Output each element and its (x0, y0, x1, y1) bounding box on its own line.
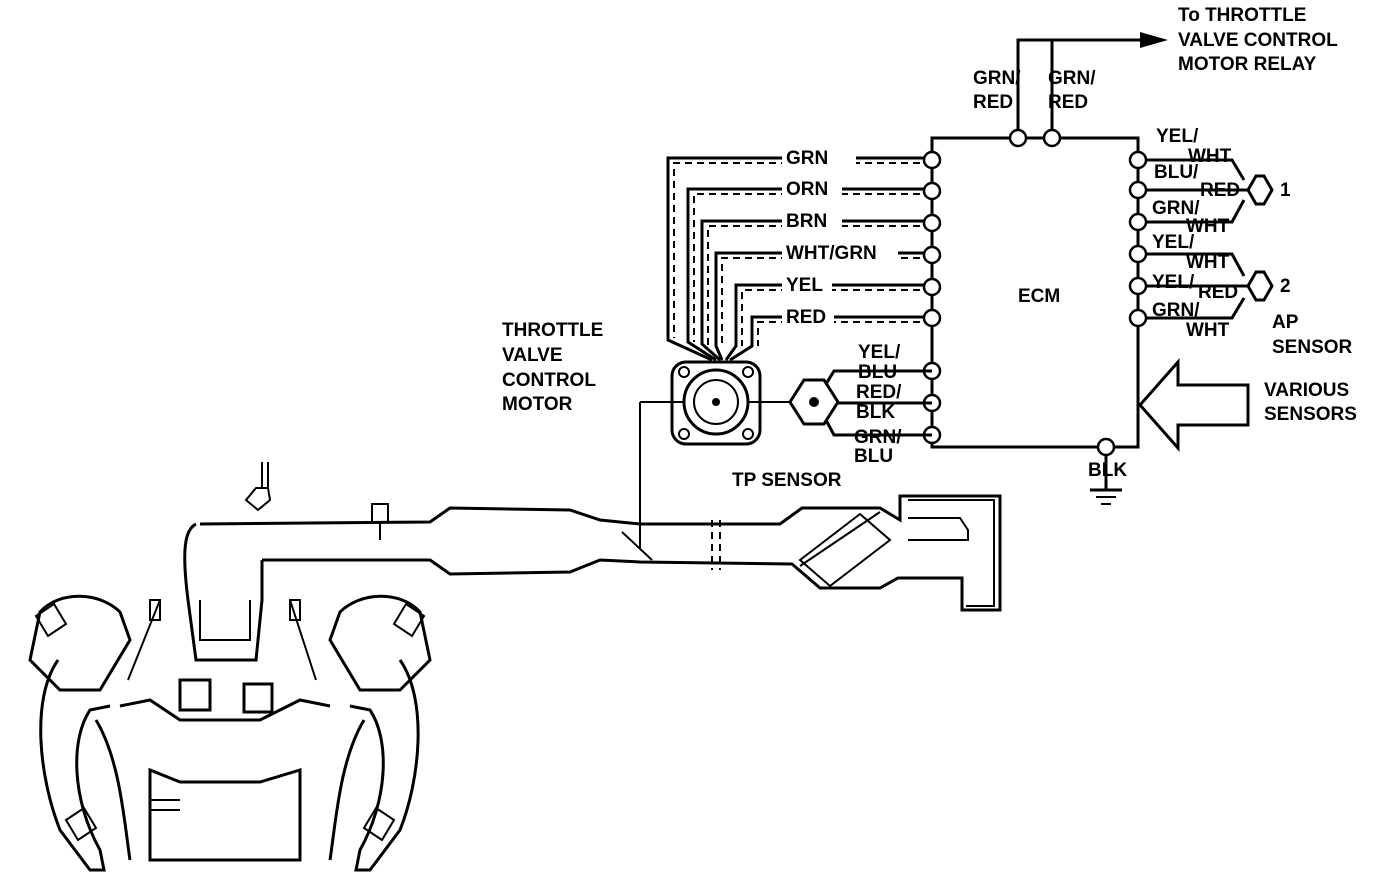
motor-wire-red: RED (786, 307, 826, 328)
ap1-wire-3-line1: GRN/ (1152, 198, 1200, 219)
ap2-wire-2-line2: RED (1198, 282, 1238, 303)
terminal (1128, 308, 1148, 328)
tp-wire-2-line2: BLK (856, 402, 895, 423)
wire-label-bg (782, 272, 832, 298)
ground-label: BLK (1088, 460, 1127, 481)
terminal (1128, 212, 1148, 232)
ap2-wire-2-line1: YEL/ (1152, 272, 1195, 293)
motor-label-line3: CONTROL (502, 370, 596, 391)
tp-wire-1-line2: BLU (858, 362, 897, 383)
wire-label-bg (782, 144, 856, 170)
motor-wire-orn: ORN (786, 179, 828, 200)
terminal (1128, 276, 1148, 296)
motor-label-line1: THROTTLE (502, 320, 603, 341)
terminal (922, 181, 942, 201)
ap-sensor-2-number: 2 (1280, 276, 1291, 297)
grn-red-1-line2: RED (973, 92, 1013, 113)
various-sensors-line2: SENSORS (1264, 404, 1357, 425)
ap-sensor-label-line1: AP (1272, 312, 1299, 333)
ap2-wire-3-line2: WHT (1186, 320, 1230, 341)
terminal (1128, 180, 1148, 200)
terminal (922, 277, 942, 297)
tp-sensor-label: TP SENSOR (732, 470, 842, 491)
ap1-wire-3-line2: WHT (1186, 216, 1230, 237)
ap-sensor-label-line2: SENSOR (1272, 337, 1353, 358)
grn-red-2-line2: RED (1048, 92, 1088, 113)
ecm-box (930, 136, 1140, 449)
ap1-wire-2-line2: RED (1200, 180, 1240, 201)
motor-wire-wht-grn: WHT/GRN (786, 243, 877, 264)
wire-label-bg (782, 240, 898, 266)
grn-red-2-line1: GRN/ (1048, 68, 1096, 89)
arrow-right-icon (1140, 32, 1168, 48)
various-sensors-line1: VARIOUS (1264, 380, 1349, 401)
terminal (922, 308, 942, 328)
ap2-wire-1-line2: WHT (1186, 252, 1230, 273)
motor-label-line4: MOTOR (502, 394, 573, 415)
motor-label-line2: VALVE (502, 345, 563, 366)
motor-wire-brn: BRN (786, 211, 827, 232)
tp-sensor-icon (788, 369, 932, 437)
various-sensors-arrow-icon (1137, 358, 1250, 452)
throttle-plate (621, 531, 653, 561)
tp-wire-3-line2: BLU (854, 446, 893, 467)
ap-sensor-1-number: 1 (1280, 180, 1291, 201)
ap1-wire-1-line1: YEL/ (1156, 126, 1199, 147)
relay-label-line2: VALVE CONTROL (1178, 30, 1338, 51)
tp-wire-2-line1: RED/ (856, 382, 902, 403)
ecm-label: ECM (1018, 286, 1060, 307)
tp-wire-3-line1: GRN/ (854, 427, 902, 448)
throttle-motor-icon (640, 360, 790, 446)
ap1-wire-1-line2: WHT (1188, 146, 1232, 167)
wire-label-bg (782, 208, 842, 234)
ap2-wire-1-line1: YEL/ (1152, 232, 1195, 253)
terminal (922, 245, 942, 265)
ap2-wire-3-line1: GRN/ (1152, 300, 1200, 321)
terminal (1128, 150, 1148, 170)
terminal (1042, 128, 1062, 148)
engine-illustration (28, 462, 432, 872)
wire-label-bg (782, 176, 842, 202)
ap1-wire-2-line1: BLU/ (1154, 162, 1199, 183)
terminal (1096, 437, 1116, 457)
terminal (1008, 128, 1028, 148)
grn-red-1-line1: GRN/ (973, 68, 1021, 89)
ap-sensor-1-icon (1246, 174, 1274, 206)
ap-sensor-wiring (1138, 158, 1250, 320)
motor-wire-grn: GRN (786, 148, 828, 169)
ap-sensor-2-icon (1246, 270, 1274, 302)
terminal (1128, 244, 1148, 264)
intake-tract (199, 494, 1002, 612)
wire-label-bg (782, 304, 834, 330)
terminal (922, 150, 942, 170)
relay-label-line3: MOTOR RELAY (1178, 54, 1317, 75)
tp-wire-1-line1: YEL/ (858, 342, 901, 363)
relay-wiring (1016, 32, 1168, 138)
relay-label-line1: To THROTTLE (1178, 5, 1306, 26)
motor-wire-yel: YEL (786, 275, 823, 296)
terminal (922, 213, 942, 233)
